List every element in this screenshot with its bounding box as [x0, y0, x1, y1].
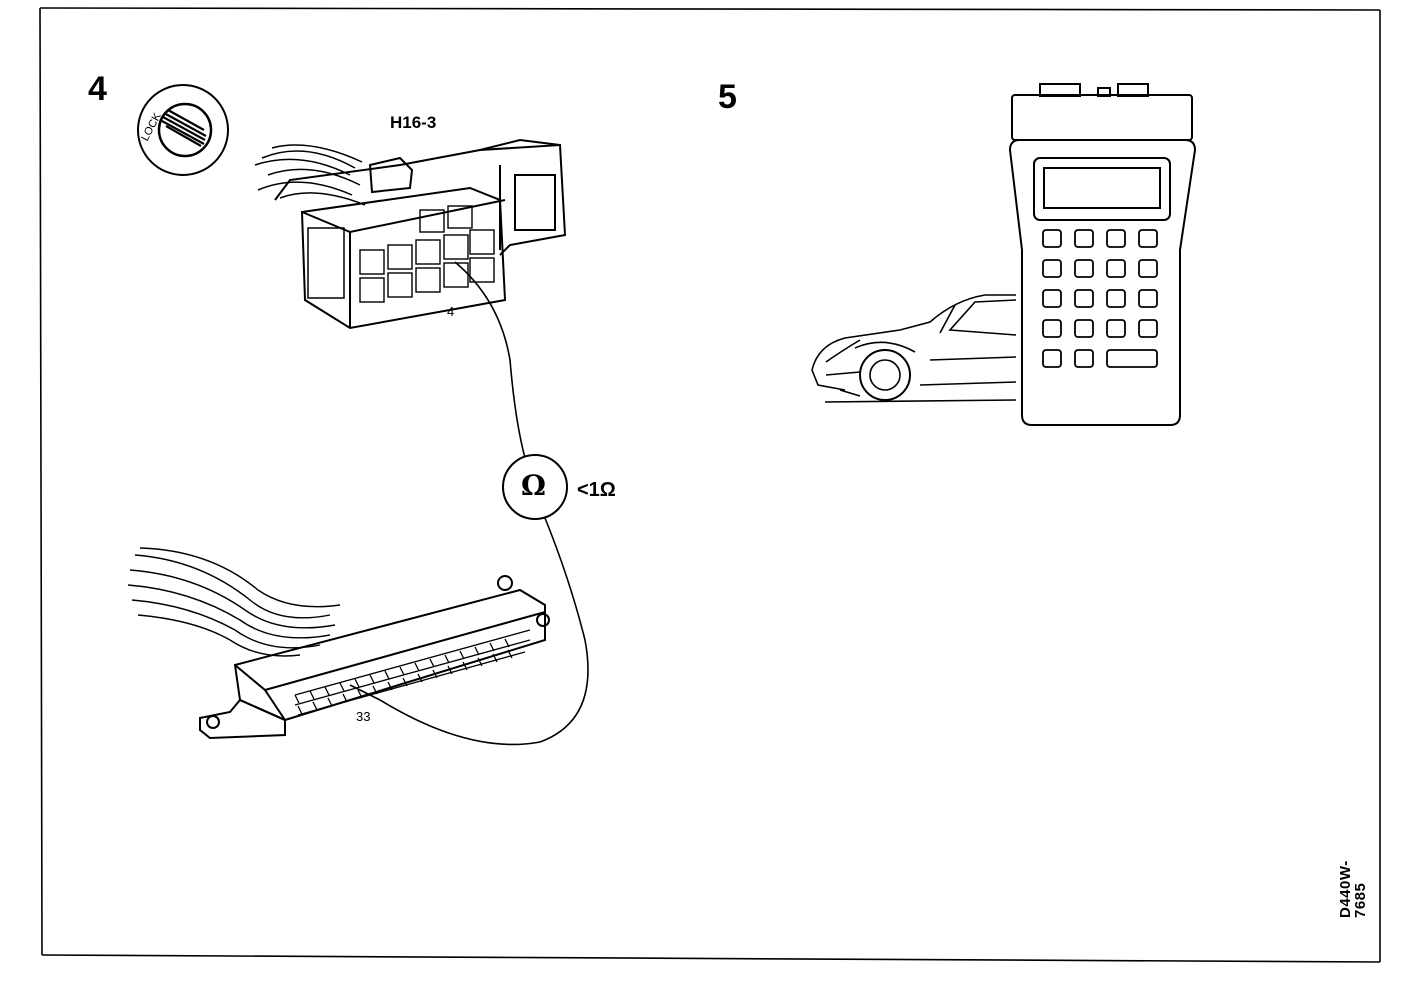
ecu-connector — [127, 547, 550, 740]
connector-pin-label: 4 — [447, 304, 455, 319]
h16-3-connector — [254, 138, 567, 330]
reference-code: D440W-7685 — [1337, 860, 1369, 918]
diagnostic-tester-icon — [1008, 83, 1197, 426]
car-icon — [811, 294, 1017, 403]
tester-keypad — [1042, 229, 1158, 368]
resistance-reading: <1Ω — [577, 479, 616, 501]
step-number-4: 4 — [88, 70, 107, 108]
page-frame — [39, 7, 1381, 963]
test-lead — [349, 261, 589, 746]
ohmmeter-symbol: Ω — [521, 469, 546, 502]
ignition-lock-icon — [137, 84, 229, 176]
ecu-wire-bundle — [127, 547, 341, 657]
ohmmeter-icon — [502, 454, 568, 520]
step-number-5: 5 — [718, 78, 737, 116]
connector-label: H16-3 — [390, 113, 437, 132]
ecu-pin-rows — [294, 629, 531, 716]
connector-pin-cavities — [359, 205, 495, 303]
ecu-pin-label: 33 — [356, 709, 371, 724]
connector-wire-bundle — [254, 144, 366, 206]
